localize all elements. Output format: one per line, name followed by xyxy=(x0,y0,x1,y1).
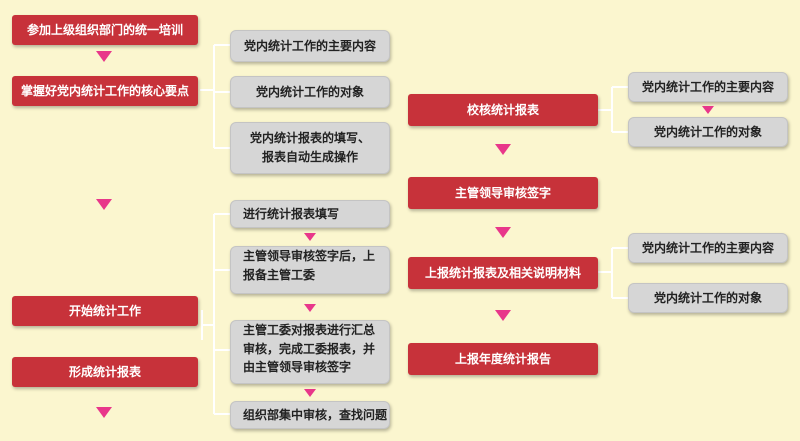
core-point-object: 党内统计工作的对象 xyxy=(230,76,390,108)
step-core-points: 掌握好党内统计工作的核心要点 xyxy=(12,76,198,106)
step-leader-sign: 主管领导审核签字 xyxy=(408,177,598,209)
down-arrow-icon xyxy=(96,407,112,418)
down-arrow-icon xyxy=(702,106,714,114)
down-arrow-icon xyxy=(304,233,316,241)
down-arrow-icon xyxy=(304,304,316,312)
down-arrow-icon xyxy=(96,51,112,62)
down-arrow-icon xyxy=(304,389,316,397)
report-item-object: 党内统计工作的对象 xyxy=(628,283,788,313)
work-step-review: 组织部集中审核，查找问题 xyxy=(230,401,390,429)
step-submit-materials: 上报统计报表及相关说明材料 xyxy=(408,257,598,289)
check-item-content: 党内统计工作的主要内容 xyxy=(628,72,788,102)
work-step-submit: 主管领导审核签字后，上 报备主管工委 xyxy=(230,246,390,294)
check-item-object: 党内统计工作的对象 xyxy=(628,117,788,147)
step-annual-report: 上报年度统计报告 xyxy=(408,343,598,375)
step-check-report: 校核统计报表 xyxy=(408,94,598,126)
down-arrow-icon xyxy=(495,310,511,321)
step-training: 参加上级组织部门的统一培训 xyxy=(12,15,198,45)
work-step-fill: 进行统计报表填写 xyxy=(230,200,390,228)
work-step-summary: 主管工委对报表进行汇总 审核，完成工委报表，并 由主管领导审核签字 xyxy=(230,320,390,384)
down-arrow-icon xyxy=(495,144,511,155)
down-arrow-icon xyxy=(495,227,511,238)
core-point-report-fill: 党内统计报表的填写、 报表自动生成操作 xyxy=(230,122,390,174)
core-point-content: 党内统计工作的主要内容 xyxy=(230,30,390,62)
step-form-report: 形成统计报表 xyxy=(12,357,198,387)
report-item-content: 党内统计工作的主要内容 xyxy=(628,233,788,263)
step-start-statistics: 开始统计工作 xyxy=(12,296,198,326)
down-arrow-icon xyxy=(96,199,112,210)
